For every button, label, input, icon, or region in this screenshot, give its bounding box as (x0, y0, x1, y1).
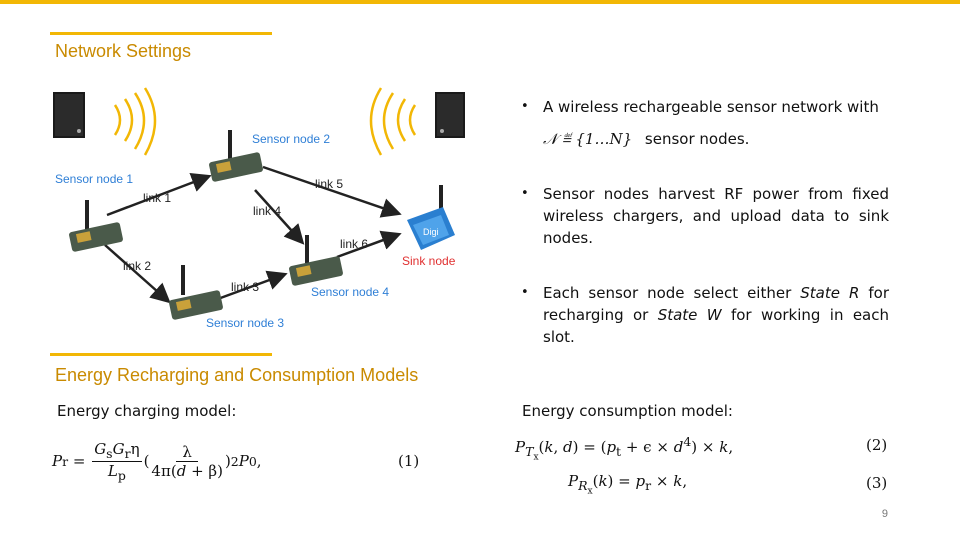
section-title-energy-models: Energy Recharging and Consumption Models (55, 365, 419, 385)
bullet-dot-icon: • (521, 99, 529, 114)
bullet-network-line-2: 𝒩 ≝ {1…N} sensor nodes. (543, 128, 893, 150)
bullet-state: • Each sensor node select either State R… (521, 282, 890, 348)
page-number: 9 (881, 508, 888, 520)
link-6-label: link 6 (340, 237, 368, 251)
bullet-1-line-1: A wireless rechargeable sensor network w… (543, 98, 879, 116)
sensor-node-1-icon (69, 200, 123, 252)
rf-wave-icon-right (369, 87, 417, 156)
link-2-label: link 2 (123, 259, 151, 273)
section-title-network-settings: Network Settings (55, 41, 192, 61)
sensor-node-2-icon (209, 130, 263, 182)
equation-2-number: (2) (866, 436, 888, 454)
equation-1-number: (1) (398, 452, 420, 470)
link-3-label: link 3 (231, 280, 259, 294)
charging-model-label: Energy charging model: (57, 402, 237, 420)
sink-node-icon: Digi (407, 185, 455, 250)
equation-3: PRx(k) = pr × k, (568, 472, 688, 497)
bullet-1-line-2: sensor nodes. (644, 130, 750, 148)
bullet-3-text-b: for recharging or (543, 284, 889, 324)
rf-wave-icon-left (113, 87, 157, 156)
sensor-node-4-label: Sensor node 4 (311, 285, 389, 299)
node-set-math: 𝒩 ≝ {1…N} (543, 130, 633, 148)
equation-3-number: (3) (866, 474, 888, 492)
wireless-charger-icon-right (435, 92, 465, 138)
link-1-arrow (106, 172, 212, 217)
link-5-label: link 5 (315, 177, 343, 191)
bullet-dot-icon: • (521, 186, 529, 201)
sensor-node-4-icon (289, 235, 343, 286)
bullet-3-text-c: for working in each slot. (543, 306, 890, 346)
sensor-node-2-label: Sensor node 2 (252, 132, 330, 146)
state-w-text: State W (657, 306, 722, 324)
consumption-model-label: Energy consumption model: (522, 402, 733, 420)
top-accent-bar (0, 0, 960, 4)
state-r-text: State R (800, 284, 860, 302)
bullet-network: • A wireless rechargeable sensor network… (521, 96, 893, 118)
sensor-node-3-icon (169, 265, 223, 320)
sensor-node-3-label: Sensor node 3 (206, 316, 284, 330)
equation-2: PTx(k, d) = (pt + ϵ × d4) × k, (515, 434, 734, 463)
section-rule-network (50, 32, 272, 35)
sink-node-label: Sink node (402, 254, 456, 268)
section-rule-energy (50, 353, 272, 356)
bullet-harvest: • Sensor nodes harvest RF power from fix… (521, 183, 889, 249)
bullet-2-text: Sensor nodes harvest RF power from fixed… (543, 185, 889, 247)
link-3-arrow (214, 270, 288, 302)
network-diagram: Digi Sensor node 2 Sensor node 1 Sensor … (53, 87, 465, 330)
wireless-charger-icon-left (53, 92, 85, 138)
link-2-arrow (104, 244, 171, 304)
bullet-3-text-a: Each sensor node select either (543, 284, 801, 302)
sink-node-brand-text: Digi (423, 227, 439, 237)
link-5-arrow (262, 165, 402, 218)
link-1-label: link 1 (143, 191, 171, 205)
link-6-arrow (336, 230, 402, 259)
sensor-node-1-label: Sensor node 1 (55, 172, 133, 186)
link-4-arrow (254, 189, 305, 245)
bullet-dot-icon: • (521, 285, 529, 300)
link-4-label: link 4 (253, 204, 281, 218)
